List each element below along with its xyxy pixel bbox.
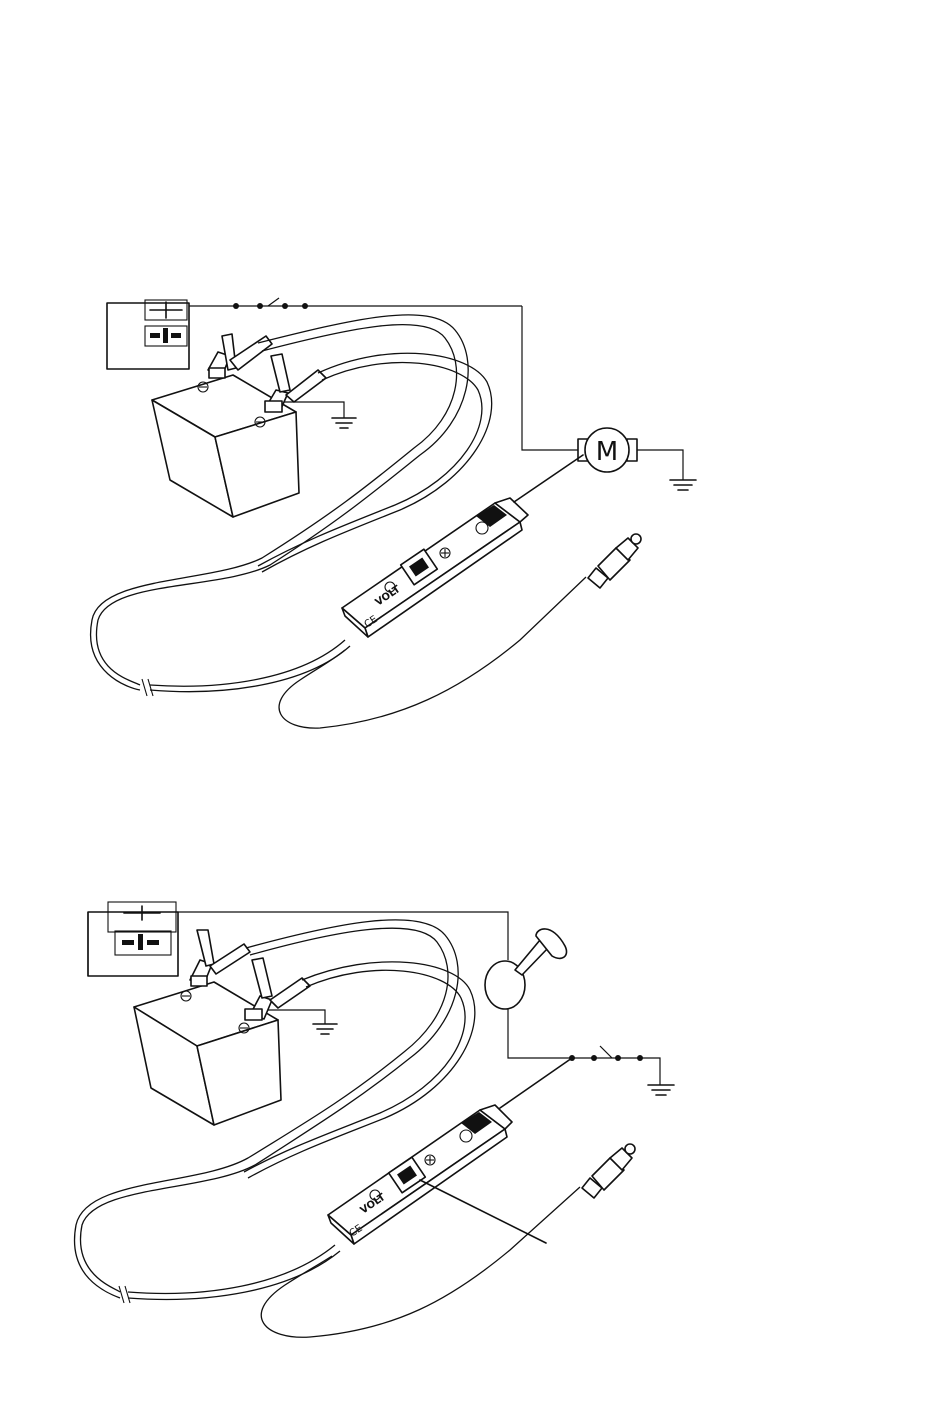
red-clamp	[190, 930, 250, 986]
ground-symbol-icon	[670, 480, 696, 490]
power-probe-icon: VOLT CE	[342, 455, 583, 637]
cable-loop	[91, 315, 492, 696]
aux-plug	[588, 534, 641, 588]
motor-label: M	[596, 437, 618, 467]
motor-icon: M	[578, 428, 637, 472]
cable-loop	[75, 920, 475, 1303]
switch-icon	[569, 1046, 643, 1061]
indicator-panel	[107, 300, 189, 369]
ground-symbol-icon	[648, 1085, 674, 1095]
indicator-panel	[88, 902, 178, 976]
figure-motor-circuit: M	[91, 298, 696, 728]
black-clamp	[265, 354, 326, 412]
power-probe-icon: VOLT CE	[328, 1058, 572, 1244]
ground-symbol-icon	[313, 1024, 337, 1034]
switch-icon	[189, 298, 522, 309]
black-clamp	[245, 958, 310, 1020]
aux-plug	[582, 1144, 635, 1198]
horn-icon	[485, 929, 567, 1009]
figure-horn-circuit: VOLT CE	[75, 902, 674, 1337]
ground-symbol-icon	[332, 418, 356, 428]
red-clamp	[208, 334, 272, 378]
